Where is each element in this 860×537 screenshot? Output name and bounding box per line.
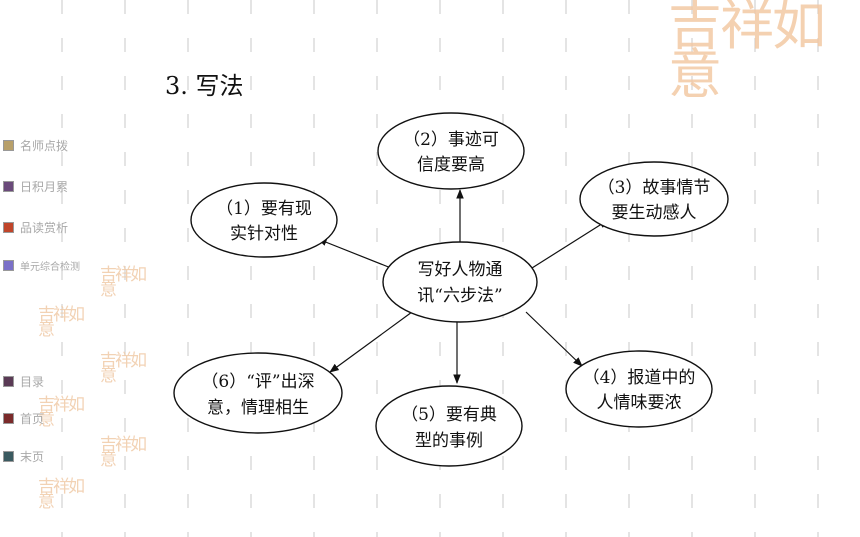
- watermark-seal: 吉祥如意: [38, 395, 85, 431]
- sidebar-item-home[interactable]: 首页: [3, 410, 44, 427]
- sidebar-item-last-page[interactable]: 末页: [3, 448, 44, 465]
- square-icon: [3, 222, 14, 233]
- sidebar-item-label: 目录: [20, 375, 45, 389]
- node-5-line-1: （5）要有典: [401, 405, 497, 425]
- arrow-to-node-3: [531, 219, 609, 269]
- sidebar-item-label: 首页: [20, 412, 45, 426]
- node-1: （1）要有现 实针对性: [190, 182, 338, 258]
- square-icon: [3, 140, 14, 151]
- square-icon: [3, 181, 14, 192]
- watermark-seal: 吉祥如意: [100, 435, 147, 471]
- arrow-to-node-1: [317, 238, 397, 271]
- node-6-line-1: （6）“评”出深: [201, 372, 314, 392]
- node-4-line-1: （4）报道中的: [583, 368, 696, 388]
- page-title: 3. 写法: [165, 72, 244, 100]
- sidebar-item-unit-test[interactable]: 单元综合检测: [3, 258, 80, 273]
- node-3: （3）故事情节 要生动感人: [579, 161, 729, 237]
- watermark-seal: 吉祥如意: [38, 477, 85, 513]
- node-2-line-1: （2）事迹可: [403, 130, 499, 150]
- node-4-line-2: 人情味要浓: [597, 393, 682, 413]
- node-3-line-2: 要生动感人: [612, 203, 697, 223]
- node-6-line-2: 意，情理相生: [207, 398, 309, 418]
- watermark-seal: 吉祥如意: [38, 305, 85, 341]
- node-1-line-2: 实针对性: [230, 224, 298, 244]
- node-6: （6）“评”出深 意，情理相生: [173, 352, 343, 434]
- sidebar-item-label: 单元综合检测: [20, 262, 80, 273]
- square-icon: [3, 413, 14, 424]
- watermark-seal: 吉祥如意: [100, 351, 147, 387]
- sidebar-item-label: 名师点拨: [20, 139, 69, 153]
- square-icon: [3, 376, 14, 387]
- node-4: （4）报道中的 人情味要浓: [565, 350, 713, 428]
- node-5: （5）要有典 型的事例: [375, 385, 523, 467]
- sidebar-item-label: 末页: [20, 450, 45, 464]
- arrow-to-node-4: [525, 311, 583, 367]
- sidebar-item-accumulation[interactable]: 日积月累: [3, 178, 68, 195]
- sidebar-item-appreciation[interactable]: 品读赏析: [3, 219, 68, 236]
- square-icon: [3, 451, 14, 462]
- node-2: （2）事迹可 信度要高: [377, 112, 525, 190]
- center-node: 写好人物通 讯“六步法”: [382, 241, 538, 323]
- watermark-seal: 吉祥如意: [100, 265, 147, 301]
- center-node-line-2: 讯“六步法”: [417, 286, 502, 306]
- node-3-line-1: （3）故事情节: [598, 178, 711, 198]
- node-1-line-1: （1）要有现: [216, 199, 312, 219]
- square-icon: [3, 260, 14, 271]
- center-node-line-1: 写好人物通: [418, 260, 503, 280]
- arrow-to-node-6: [329, 311, 413, 373]
- sidebar-item-contents[interactable]: 目录: [3, 373, 44, 390]
- sidebar-item-label: 品读赏析: [20, 221, 69, 235]
- sidebar-item-teacher-tips[interactable]: 名师点拨: [3, 137, 68, 154]
- connector-arrows: [317, 189, 609, 384]
- watermark-seal-large: 吉祥如意: [668, 0, 826, 106]
- node-2-line-2: 信度要高: [417, 155, 485, 175]
- sidebar-item-label: 日积月累: [20, 180, 69, 194]
- node-5-line-2: 型的事例: [415, 431, 483, 451]
